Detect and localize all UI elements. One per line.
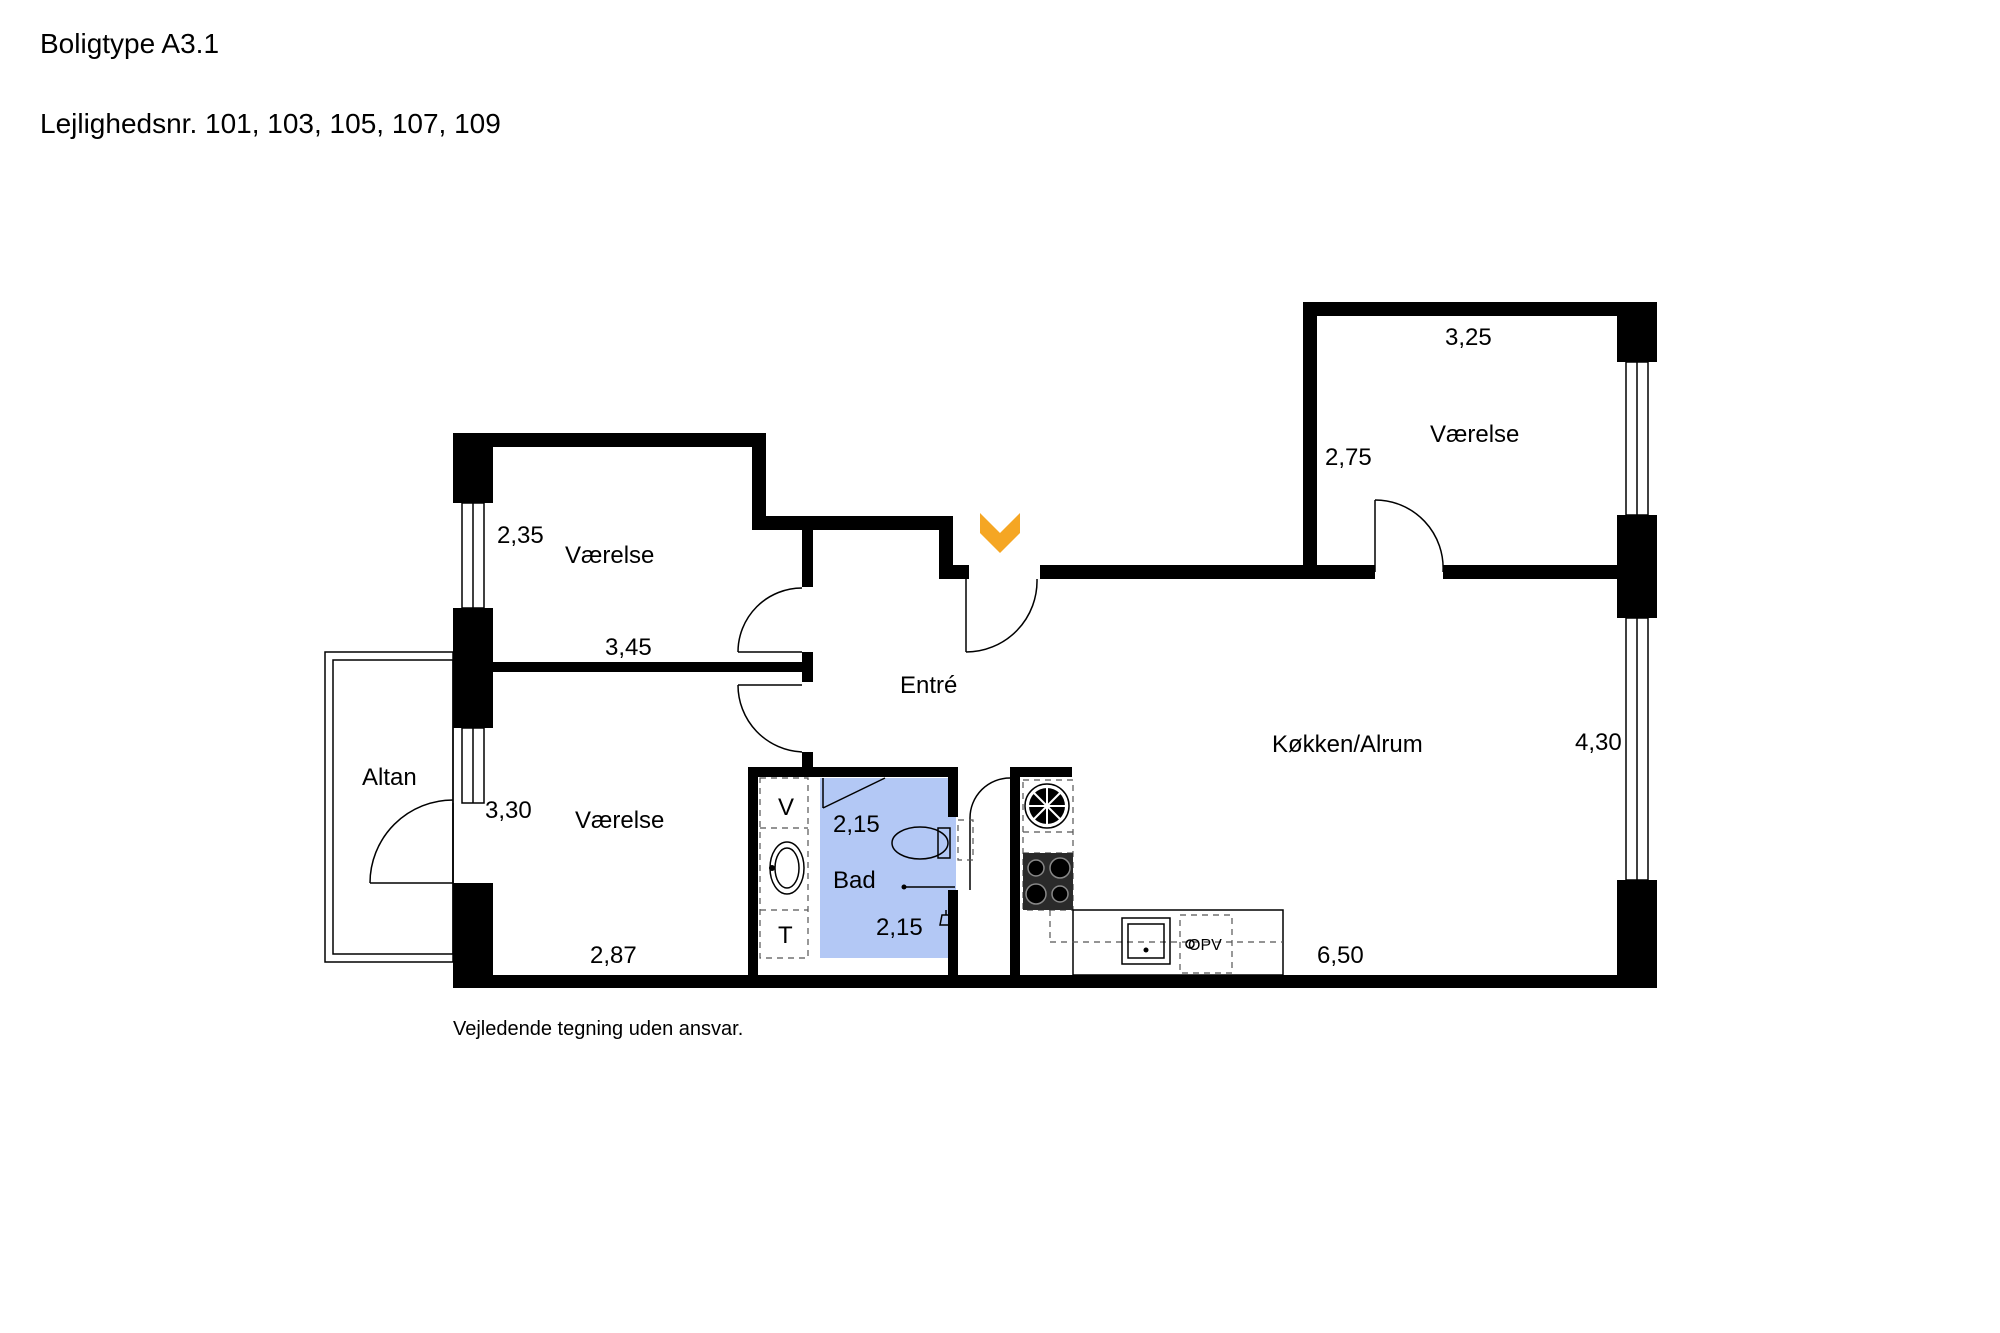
hob-icon: [1023, 853, 1073, 910]
room-bottom-left-name: Værelse: [575, 807, 664, 834]
balcony: [324, 651, 454, 963]
dishwasher-label: OPV: [1188, 937, 1222, 954]
housing-type-title: Boligtype A3.1: [40, 28, 220, 59]
kitchen-living-dim-a: 4,30: [1575, 729, 1622, 756]
room-bottom-left-dim-a: 3,30: [485, 797, 532, 824]
bathroom-dim-b: 2,15: [876, 914, 923, 941]
washer-label: V: [778, 794, 794, 821]
apartment-numbers: Lejlighedsnr. 101, 103, 105, 107, 109: [40, 108, 501, 139]
disclaimer-note: Vejledende tegning uden ansvar.: [453, 1018, 743, 1040]
doors: [369, 499, 1444, 890]
room-top-right-dim-b: 2,75: [1325, 444, 1372, 471]
room-bottom-left-dim-b: 2,87: [590, 942, 637, 969]
walls: [453, 302, 1657, 988]
dishwasher: [1179, 914, 1233, 974]
room-top-left-name: Værelse: [565, 542, 654, 569]
dryer-label: T: [778, 922, 793, 949]
extractor-hood-icon: [1024, 783, 1070, 829]
toilet-icon: [891, 826, 951, 860]
balcony-name: Altan: [362, 764, 417, 791]
kitchen-living-name: Køkken/Alrum: [1272, 731, 1423, 758]
room-top-left-dim-a: 2,35: [497, 522, 544, 549]
room-top-right-dim-a: 3,25: [1445, 324, 1492, 351]
room-top-left-dim-b: 3,45: [605, 634, 652, 661]
kitchen-living-dim-b: 6,50: [1317, 942, 1364, 969]
shower-icon: [901, 884, 955, 926]
bathroom-floor: [820, 778, 956, 958]
entrance-marker-icon: [980, 513, 1020, 553]
bathroom-dim-a: 2,15: [833, 811, 880, 838]
windows: [461, 361, 1649, 881]
room-top-right-name: Værelse: [1430, 421, 1519, 448]
entrance-name: Entré: [900, 672, 957, 699]
bathroom-fixtures: [759, 777, 974, 959]
kitchen-sink-icon: [1121, 917, 1171, 965]
bathroom-name: Bad: [833, 867, 876, 894]
sink-icon: [769, 841, 805, 895]
kitchen-fixtures: [1022, 779, 1284, 976]
